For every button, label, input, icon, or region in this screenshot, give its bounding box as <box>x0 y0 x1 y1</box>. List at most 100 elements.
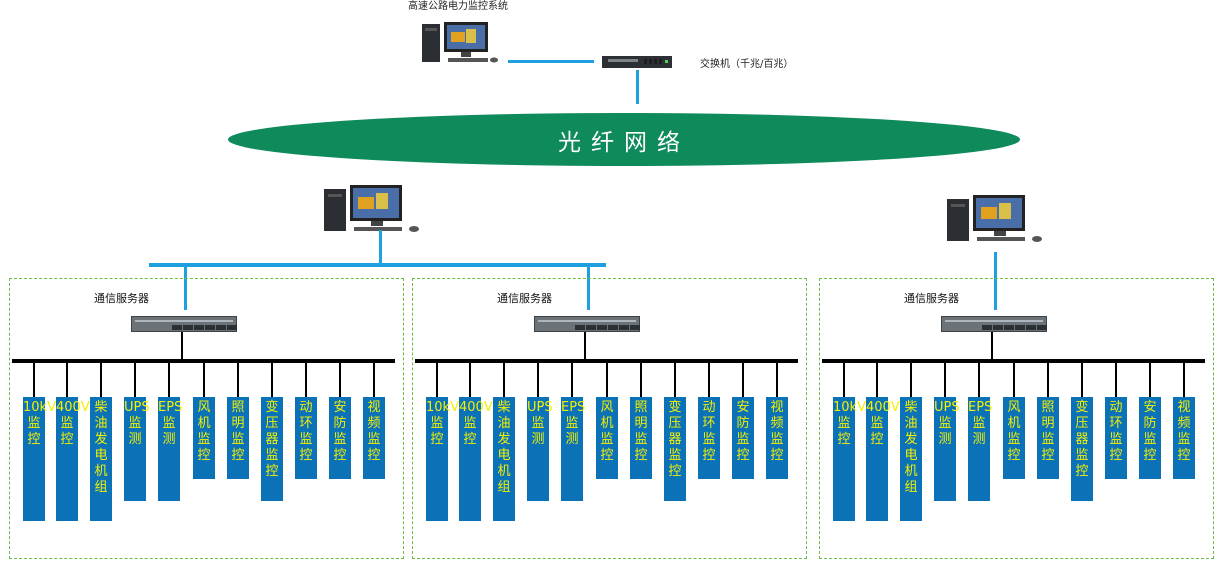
device-box: EPS监测 <box>561 397 585 501</box>
device-drop-line <box>237 363 239 397</box>
top-edge-accent <box>955 0 1035 2</box>
device-box: 10kV监控 <box>426 397 459 521</box>
device-bus <box>12 359 395 363</box>
device-drop-line <box>469 363 471 397</box>
rack-bay <box>1004 325 1014 330</box>
device-drop-line <box>134 363 136 397</box>
switch-label: 交换机（千兆/百兆） <box>700 59 794 70</box>
station-bus <box>149 263 606 267</box>
device-box: UPS监测 <box>124 397 150 501</box>
rack-bay <box>608 325 618 330</box>
server-rack-icon <box>534 316 640 332</box>
device-bus <box>415 359 798 363</box>
rack-stripe <box>538 320 636 322</box>
device-box: 照明监控 <box>227 397 249 479</box>
zone3-uplink <box>994 252 997 310</box>
device-box: 安防监控 <box>329 397 351 479</box>
server-label: 通信服务器 <box>497 292 552 305</box>
device-drop-line <box>910 363 912 397</box>
rack-bay <box>619 325 629 330</box>
device-drop-line <box>373 363 375 397</box>
rack-bay <box>982 325 992 330</box>
device-box: 照明监控 <box>1037 397 1059 479</box>
device-box: 视频监控 <box>766 397 788 479</box>
server-label: 通信服务器 <box>904 292 959 305</box>
server-bus-link <box>584 332 586 360</box>
device-drop-line <box>66 363 68 397</box>
device-box: 风机监控 <box>596 397 618 479</box>
right-workstation-icon <box>947 195 1042 242</box>
device-box: EPS监测 <box>158 397 182 501</box>
rack-bay <box>194 325 204 330</box>
device-box: 400V监控 <box>459 397 493 521</box>
rack-stripe <box>135 320 233 322</box>
device-drop-line <box>1149 363 1151 397</box>
device-drop-line <box>708 363 710 397</box>
device-drop-line <box>271 363 273 397</box>
device-drop-line <box>1115 363 1117 397</box>
device-box: 400V监控 <box>866 397 900 521</box>
device-drop-line <box>436 363 438 397</box>
rack-bay <box>183 325 193 330</box>
device-box: 变压器监控 <box>1071 397 1093 501</box>
device-box: 柴油发电机组 <box>900 397 922 521</box>
rack-bay <box>172 325 182 330</box>
device-drop-line <box>1183 363 1185 397</box>
rack-bay <box>630 325 640 330</box>
server-bus-link <box>181 332 183 360</box>
device-drop-line <box>305 363 307 397</box>
device-box: 视频监控 <box>1173 397 1195 479</box>
rack-bay <box>993 325 1003 330</box>
device-drop-line <box>100 363 102 397</box>
device-box: EPS监测 <box>968 397 992 501</box>
device-box: 视频监控 <box>363 397 385 479</box>
server-bus-link <box>991 332 993 360</box>
server-rack-icon <box>941 316 1047 332</box>
rack-bay <box>575 325 585 330</box>
zone-2 <box>412 278 807 559</box>
rack-bay <box>1026 325 1036 330</box>
device-drop-line <box>203 363 205 397</box>
device-box: UPS监测 <box>527 397 553 501</box>
rack-bay <box>1015 325 1025 330</box>
device-drop-line <box>1081 363 1083 397</box>
device-drop-line <box>843 363 845 397</box>
rack-bay <box>216 325 226 330</box>
workstation-switch-link <box>508 60 594 63</box>
server-label: 通信服务器 <box>94 292 149 305</box>
device-drop-line <box>339 363 341 397</box>
device-box: 变压器监控 <box>664 397 686 501</box>
device-drop-line <box>944 363 946 397</box>
rack-bay <box>205 325 215 330</box>
device-box: 风机监控 <box>1003 397 1025 479</box>
rack-stripe <box>945 320 1043 322</box>
device-box: 动环监控 <box>1105 397 1127 479</box>
device-drop-line <box>33 363 35 397</box>
device-box: 动环监控 <box>698 397 720 479</box>
rack-bay <box>586 325 596 330</box>
device-drop-line <box>674 363 676 397</box>
zone-3 <box>819 278 1214 559</box>
zone2-uplink <box>587 263 590 310</box>
device-drop-line <box>876 363 878 397</box>
device-drop-line <box>776 363 778 397</box>
device-drop-line <box>742 363 744 397</box>
station-uplink <box>379 230 382 265</box>
station-workstation-icon <box>324 185 419 232</box>
switch-network-link <box>636 70 639 104</box>
device-box: 10kV监控 <box>23 397 56 521</box>
fiber-network-label: 光纤网络 <box>558 129 690 156</box>
device-drop-line <box>606 363 608 397</box>
system-title: 高速公路电力监控系统 <box>408 1 508 12</box>
device-box: 柴油发电机组 <box>90 397 112 521</box>
rack-bay <box>597 325 607 330</box>
device-box: 柴油发电机组 <box>493 397 515 521</box>
device-box: 变压器监控 <box>261 397 283 501</box>
rack-bay <box>1037 325 1047 330</box>
zone-1 <box>9 278 404 559</box>
device-drop-line <box>640 363 642 397</box>
fiber-network: 光纤网络 <box>228 113 1020 166</box>
device-drop-line <box>503 363 505 397</box>
device-box: 安防监控 <box>1139 397 1161 479</box>
device-bus <box>822 359 1205 363</box>
